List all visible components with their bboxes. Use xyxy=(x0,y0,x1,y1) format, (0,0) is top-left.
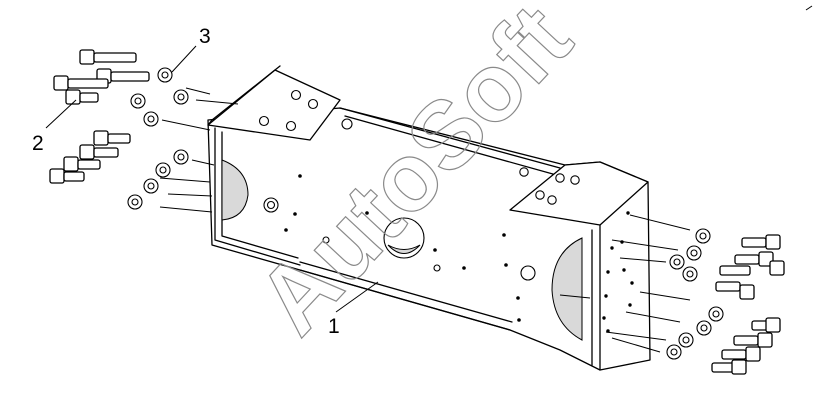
bolt-left-4 xyxy=(65,89,159,127)
callout-label-3: 3 xyxy=(199,25,211,48)
left-fasteners xyxy=(49,49,239,213)
corner-mark xyxy=(805,5,813,11)
bolt-right-3 xyxy=(669,254,785,276)
bolt-right-1 xyxy=(695,228,781,250)
bolt-left-7 xyxy=(63,156,159,194)
bolt-left-8 xyxy=(49,168,143,210)
left-end-cutout xyxy=(221,159,249,221)
right-end-cutout xyxy=(551,237,583,341)
bolt-left-1 xyxy=(79,49,173,83)
bolt-right-4 xyxy=(682,266,755,300)
right-fasteners xyxy=(605,214,785,375)
callouts: 1 2 3 xyxy=(32,25,379,338)
frame-body xyxy=(207,107,651,371)
callout-leader-3 xyxy=(171,45,197,73)
bolt-right-2 xyxy=(686,245,774,267)
callout-label-2: 2 xyxy=(32,132,44,155)
callout-label-1: 1 xyxy=(328,315,340,338)
bolt-right-6 xyxy=(696,320,773,348)
bolt-left-5 xyxy=(93,130,189,165)
bolt-left-3 xyxy=(53,75,146,109)
frame-bracket xyxy=(207,65,651,371)
bolt-right-8 xyxy=(666,344,747,375)
callout-leader-1 xyxy=(335,281,379,313)
right-mounting-plate xyxy=(509,161,649,226)
bolt-right-7 xyxy=(678,332,761,362)
bolt-right-5 xyxy=(708,306,781,333)
bolt-left-6 xyxy=(79,144,171,178)
callout-leader-2 xyxy=(45,99,77,129)
